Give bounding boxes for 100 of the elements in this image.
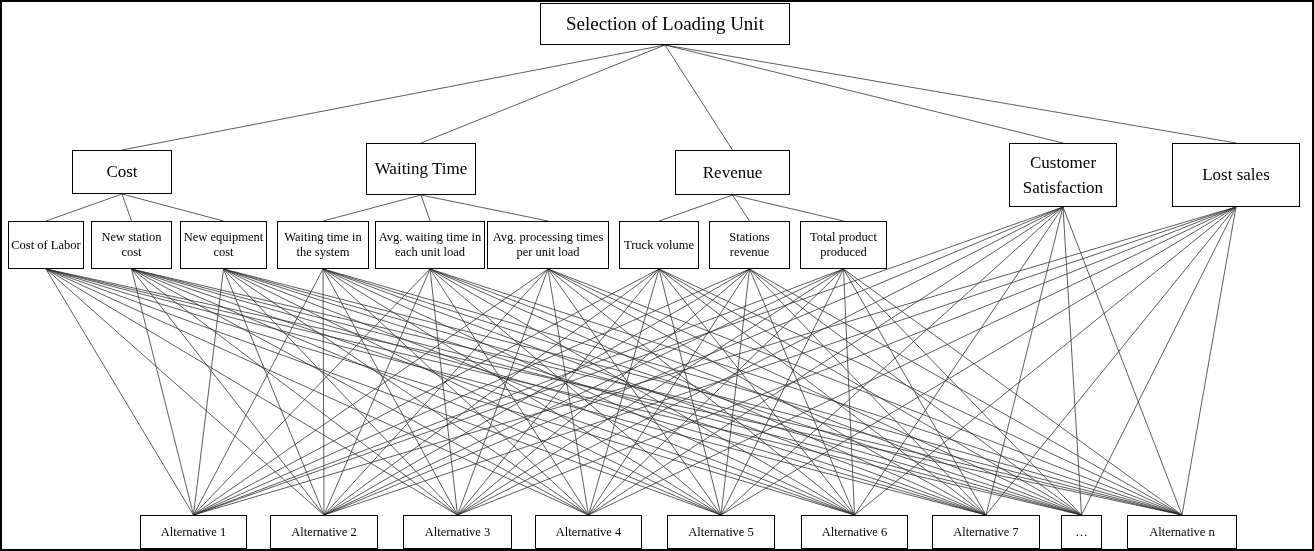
connector-line <box>429 268 458 516</box>
connector-line <box>547 268 855 516</box>
criterion-box <box>1172 143 1300 207</box>
alternative-box <box>932 515 1040 549</box>
connector-line <box>45 268 325 516</box>
node-label: Customer Satisfaction <box>1021 151 1105 199</box>
node-label: New station cost <box>100 230 163 260</box>
connector-line <box>420 44 666 144</box>
connector-line <box>1062 206 1183 516</box>
node-label: Alternative n <box>1149 523 1215 541</box>
node-label: Alternative 3 <box>424 523 491 541</box>
connector-line <box>457 268 549 516</box>
connector-line <box>322 194 422 222</box>
connector-line <box>223 268 458 516</box>
node-label: Avg. processing times per unit load <box>491 230 605 260</box>
connector-line <box>658 194 733 222</box>
connector-line <box>732 194 750 222</box>
connector-line <box>121 193 132 222</box>
connector-line <box>193 268 224 516</box>
node-label: Truck volume <box>624 237 694 253</box>
alternative-box <box>140 515 247 549</box>
node-label: Revenue <box>702 161 763 184</box>
connector-line <box>45 268 194 516</box>
connector-line <box>749 268 987 516</box>
criterion-box <box>366 143 476 195</box>
connector-line <box>420 194 431 222</box>
node-label: … <box>1075 523 1088 541</box>
connector-line <box>323 268 431 516</box>
subcriterion-box <box>277 221 369 269</box>
connector-line <box>223 268 589 516</box>
connector-line <box>457 268 750 516</box>
connector-line <box>223 268 325 516</box>
connector-line <box>588 268 660 516</box>
connector-line <box>121 193 224 222</box>
connector-line <box>131 268 458 516</box>
connector-line <box>322 268 458 516</box>
criterion-box <box>72 150 172 194</box>
connector-line <box>732 194 844 222</box>
connector-line <box>1062 206 1082 516</box>
criterion-box <box>675 150 790 195</box>
node-label: Cost <box>106 161 138 184</box>
connector-line <box>547 268 722 516</box>
connector-line <box>749 268 1082 516</box>
connector-line <box>131 268 194 516</box>
connector-line <box>547 268 589 516</box>
connector-line <box>323 268 660 516</box>
connector-line <box>45 193 123 222</box>
connector-line <box>588 268 750 516</box>
node-label: Stations revenue <box>728 230 771 260</box>
subcriterion-box <box>487 221 609 269</box>
connector-line <box>193 268 324 516</box>
connector-line <box>664 44 733 151</box>
node-label: Alternative 6 <box>821 523 888 541</box>
alternative-box <box>667 515 775 549</box>
node-label: Selection of Loading Unit <box>566 11 764 36</box>
connector-line <box>843 268 987 516</box>
subcriterion-box <box>180 221 267 269</box>
connector-line <box>720 268 750 516</box>
subcriterion-box <box>8 221 84 269</box>
connector-line <box>658 268 987 516</box>
node-label: Avg. waiting time in each unit load <box>378 230 482 260</box>
connector-line <box>588 268 844 516</box>
node-label: Waiting Time <box>374 158 468 181</box>
connector-line <box>843 268 855 516</box>
connector-line <box>323 268 549 516</box>
alternative-box <box>403 515 512 549</box>
connector-line <box>854 206 1237 516</box>
node-label: Alternative 4 <box>555 523 622 541</box>
node-label: New equipment cost <box>183 230 264 260</box>
connector-line <box>429 268 722 516</box>
node-label: Waiting time in the system <box>283 230 363 260</box>
subcriterion-box <box>709 221 790 269</box>
node-label: Alternative 5 <box>688 523 754 541</box>
connector-line <box>720 268 844 516</box>
subcriterion-box <box>800 221 887 269</box>
alternative-box <box>1061 515 1102 549</box>
connector-line <box>854 206 1064 516</box>
connector-line <box>985 206 1237 516</box>
connector-line <box>45 268 458 516</box>
node-label: Lost sales <box>1202 164 1270 187</box>
connector-line <box>1081 206 1237 516</box>
subcriterion-box <box>91 221 172 269</box>
subcriterion-box <box>375 221 485 269</box>
node-label: Alternative 7 <box>953 523 1019 541</box>
subcriterion-box <box>619 221 699 269</box>
alternative-box <box>1127 515 1237 549</box>
connector-line <box>720 206 1064 516</box>
connector-line <box>658 268 1082 516</box>
alternative-box <box>535 515 642 549</box>
node-label: Alternative 1 <box>160 523 227 541</box>
node-label: Total product produced <box>809 230 878 260</box>
connector-line <box>658 268 722 516</box>
node-label: Alternative 2 <box>291 523 357 541</box>
connector-line <box>1181 206 1237 516</box>
connector-line <box>322 268 589 516</box>
connector-line <box>658 268 855 516</box>
connector-line <box>429 268 589 516</box>
connector-line <box>749 268 855 516</box>
node-label: Cost of Labor <box>11 237 81 253</box>
connector-line <box>193 268 431 516</box>
